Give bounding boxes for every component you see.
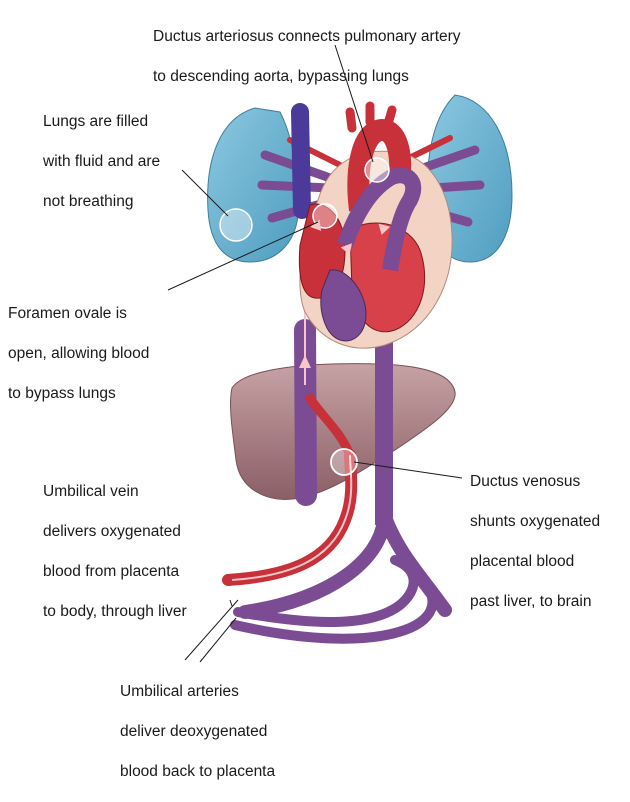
label-umbilical-arteries: Umbilical arteries deliver deoxygenated … (120, 662, 275, 802)
label-foramen-ovale: Foramen ovale is open, allowing blood to… (8, 284, 149, 424)
lung-marker (220, 209, 252, 241)
iliac-left (245, 520, 384, 612)
superior-vena-cava (300, 112, 302, 210)
ductus-arteriosus-marker (365, 158, 389, 182)
label-ductus-arteriosus: Ductus arteriosus connects pulmonary art… (153, 7, 461, 107)
liver (231, 364, 456, 500)
label-umbilical-vein: Umbilical vein delivers oxygenated blood… (43, 462, 187, 642)
label-lungs: Lungs are filled with fluid and are not … (43, 92, 160, 232)
label-ductus-venosus: Ductus venosus shunts oxygenated placent… (470, 452, 600, 632)
ductus-venosus-marker (331, 449, 357, 475)
